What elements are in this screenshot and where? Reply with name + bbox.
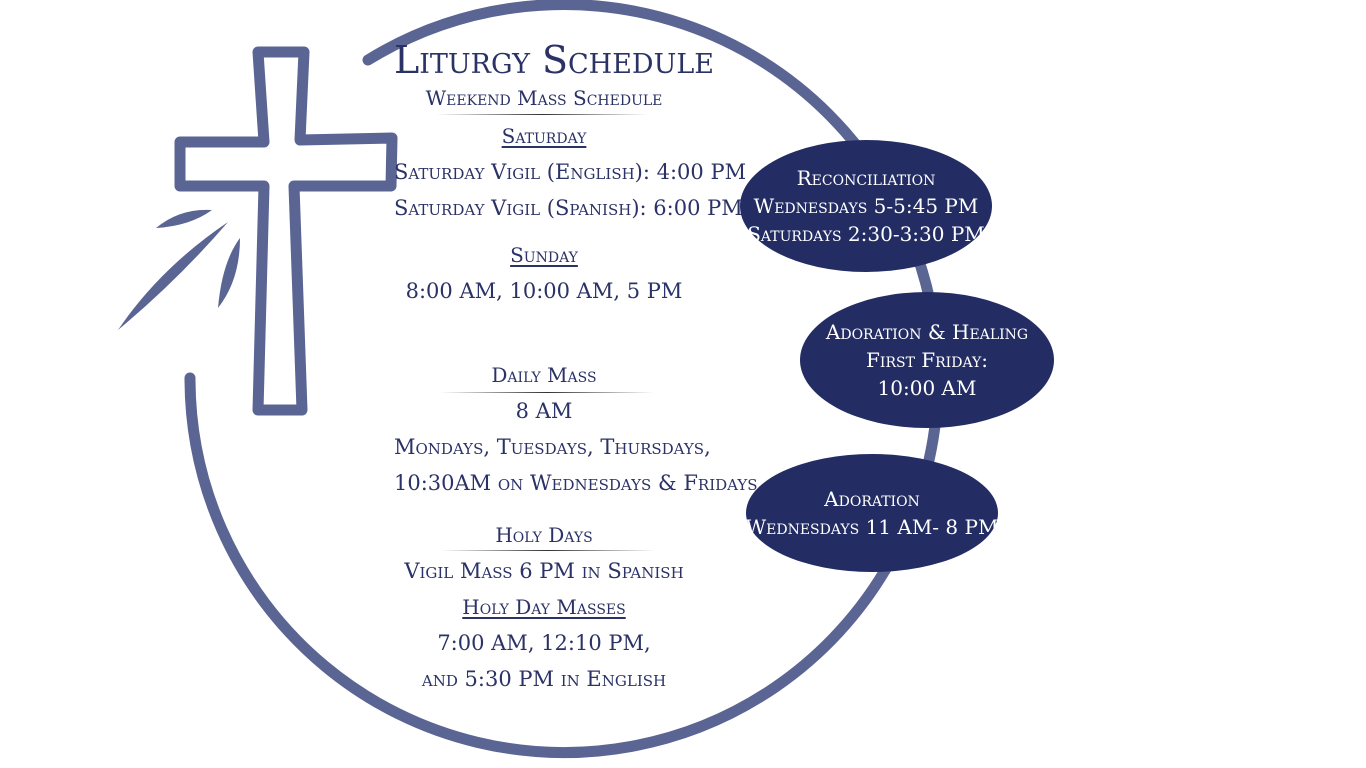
holy-days-divider	[440, 550, 656, 551]
page-title: Liturgy Schedule	[394, 38, 714, 82]
daily-time: 8 AM	[515, 399, 573, 423]
cross-icon	[174, 46, 398, 416]
saturday-vigil-english: Saturday Vigil (English): 4:00 PM	[394, 160, 747, 184]
daily-heading: Daily Mass	[491, 363, 597, 387]
daily-days: Mondays, Tuesdays, Thursdays,	[394, 435, 711, 459]
reconciliation-line2: Saturdays 2:30-3:30 PM	[747, 222, 985, 246]
reconciliation-title: Reconciliation	[796, 166, 936, 190]
weekend-divider	[436, 114, 648, 115]
sunday-times: 8:00 AM, 10:00 AM, 5 PM	[405, 279, 683, 303]
saturday-heading: Saturday	[501, 124, 587, 148]
daily-alt: 10:30AM on Wednesdays & Fridays	[394, 471, 758, 495]
holy-masses-times: 7:00 AM, 12:10 PM,	[437, 631, 651, 655]
weekend-heading: Weekend Mass Schedule	[425, 86, 663, 110]
holy-masses-english: and 5:30 PM in English	[421, 667, 667, 691]
adoration-healing-title: Adoration & Healing	[825, 320, 1029, 344]
saturday-vigil-spanish: Saturday Vigil (Spanish): 6:00 PM	[394, 196, 743, 220]
sunday-heading: Sunday	[510, 243, 578, 267]
reconciliation-line1: Wednesdays 5-5:45 PM	[753, 194, 979, 218]
daily-divider	[440, 392, 654, 393]
adoration-line1: Wednesdays 11 AM- 8 PM	[745, 515, 999, 539]
adoration-healing-line1: First Friday:	[866, 348, 988, 372]
holy-masses-heading: Holy Day Masses	[462, 595, 626, 619]
adoration-healing-line2: 10:00 AM	[877, 376, 977, 400]
adoration-title: Adoration	[824, 487, 920, 511]
adoration-healing-oval: Adoration & Healing First Friday: 10:00 …	[800, 292, 1054, 428]
holy-vigil: Vigil Mass 6 PM in Spanish	[404, 559, 684, 583]
reconciliation-oval: Reconciliation Wednesdays 5-5:45 PM Satu…	[740, 140, 992, 272]
holy-days-heading: Holy Days	[495, 523, 593, 547]
adoration-oval: Adoration Wednesdays 11 AM- 8 PM	[746, 454, 998, 572]
light-rays-icon	[118, 209, 240, 330]
